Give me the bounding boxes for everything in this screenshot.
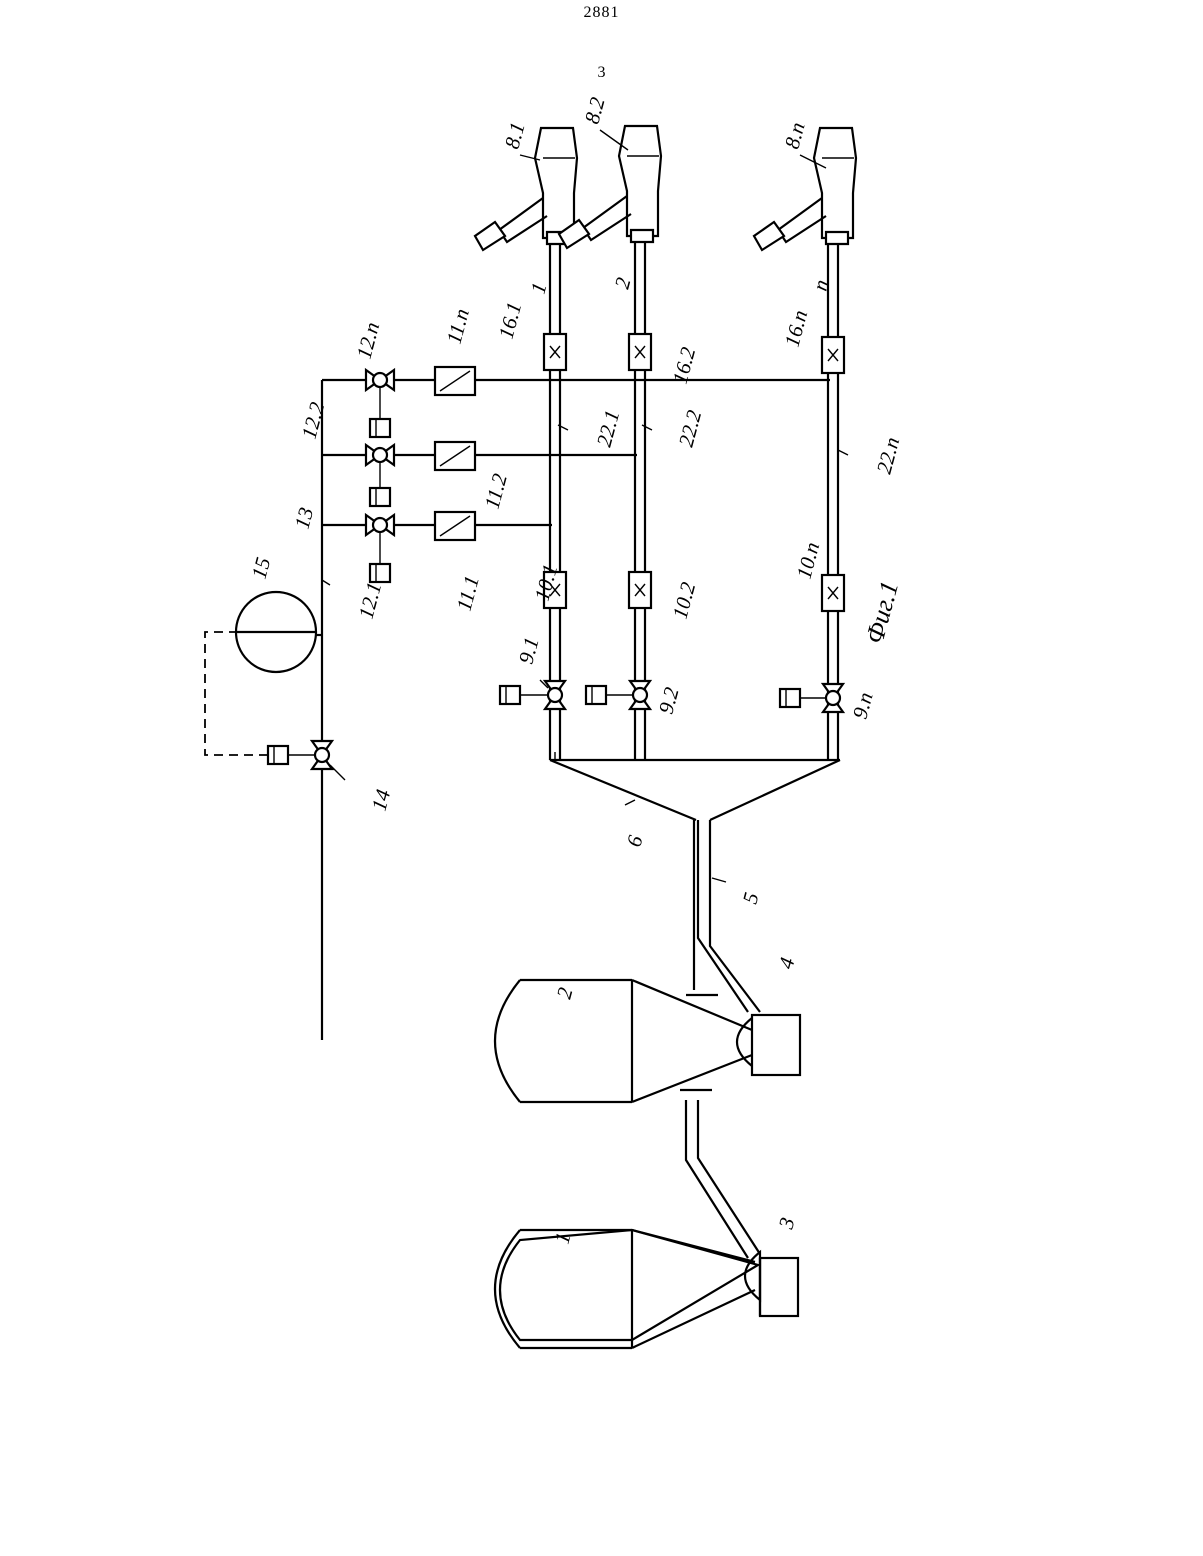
label-flow-10-2: 10.2 xyxy=(668,579,701,621)
label-air-line-13: 13 xyxy=(290,505,319,531)
figure-caption: Фиг.1 xyxy=(860,578,904,647)
silo-2 xyxy=(495,980,752,1102)
label-section-22-2: 22.2 xyxy=(674,407,707,449)
branch-pipe-n xyxy=(828,240,838,760)
label-valve-12-1: 12.1 xyxy=(354,580,387,622)
label-valve-12-2: 12.2 xyxy=(297,399,330,441)
label-burner-8-2: 8.2 xyxy=(580,94,610,126)
air-line-13 xyxy=(314,380,375,1040)
silo-1 xyxy=(495,1230,758,1348)
actuator-9-n xyxy=(780,689,800,707)
label-section-22-1: 22.1 xyxy=(592,408,625,450)
flow-meter-10-n xyxy=(822,575,844,611)
label-valve-9-1: 9.1 xyxy=(514,635,544,667)
label-valve-9-2: 9.2 xyxy=(654,684,684,716)
actuator-9-2 xyxy=(586,686,606,704)
burner-8-n xyxy=(754,128,856,250)
feeder-4 xyxy=(737,1015,800,1075)
label-feeder-4: 4 xyxy=(774,954,800,971)
actuator-12-n xyxy=(370,419,390,437)
device-11-1 xyxy=(394,512,552,540)
transport-line-5 xyxy=(686,820,760,1012)
actuator-14 xyxy=(268,746,288,764)
receiver-15 xyxy=(236,592,316,672)
label-flow-10-n: 10.п xyxy=(792,540,825,582)
transport-line-from-3 xyxy=(680,1090,760,1258)
label-device-11-2: 11.2 xyxy=(480,471,512,512)
label-pipe-n: п xyxy=(808,277,834,293)
label-flow-16-1: 16.1 xyxy=(494,300,527,342)
label-valve-14: 14 xyxy=(367,786,396,813)
label-line-5: 5 xyxy=(738,890,764,906)
distribution-header-6 xyxy=(550,760,840,820)
label-flow-16-n: 16.п xyxy=(780,308,813,350)
actuator-12-2 xyxy=(370,488,390,506)
label-burner-8-n: 8.п xyxy=(780,120,810,152)
device-11-n xyxy=(394,367,830,395)
label-valve-9-n: 9.п xyxy=(848,690,878,722)
actuator-12-1 xyxy=(370,564,390,582)
label-device-11-n: 11.п xyxy=(442,306,474,346)
label-silo-2: 2 xyxy=(552,984,578,1001)
label-silo-1: 1 xyxy=(550,1230,576,1246)
flow-meter-16-2 xyxy=(629,334,651,370)
label-pipe-1: 1 xyxy=(526,280,552,296)
label-device-11-1: 11.1 xyxy=(452,573,484,613)
label-valve-12-n: 12.п xyxy=(352,320,385,362)
label-header-6: 6 xyxy=(622,832,648,849)
label-feeder-3: 3 xyxy=(773,1215,799,1232)
flow-meter-16-1 xyxy=(544,334,566,370)
label-section-22-n: 22.п xyxy=(872,435,905,477)
label-pipe-2: 2 xyxy=(610,274,636,291)
label-burner-8-1: 8.1 xyxy=(500,120,530,152)
label-receiver-15: 15 xyxy=(247,555,276,581)
actuator-9-1 xyxy=(500,686,520,704)
flow-meter-10-2 xyxy=(629,572,651,608)
flow-meter-16-n xyxy=(822,337,844,373)
